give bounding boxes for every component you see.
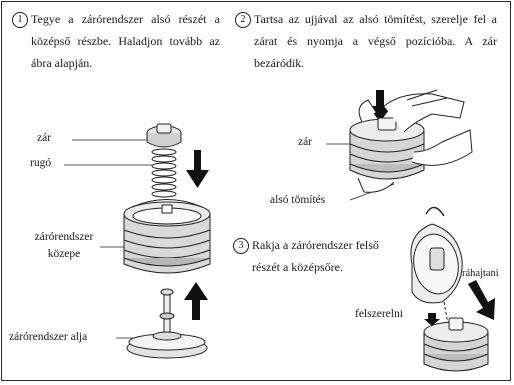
lock-part-icon (146, 123, 182, 148)
label-rugo: rugó (30, 157, 52, 169)
step-3-number: 3 (233, 238, 249, 254)
fold-arrow-icon (468, 280, 495, 320)
label-felszerelni: felszerelni (355, 308, 403, 320)
arrow-down-icon (186, 150, 209, 188)
step-3-text: Rakja a zárórendszer felső részét a közé… (252, 238, 379, 274)
lid-top-part-icon (410, 206, 463, 325)
label-kozepe-line1: zárórendszer (34, 231, 94, 243)
step-2-text: Tartsa az ujjával az alsó tömítést, szer… (254, 12, 497, 70)
lid-base-part-icon (423, 317, 489, 372)
attach-arrow-icon (424, 313, 440, 326)
label-also-tomites: alsó tömítés (270, 194, 326, 206)
step-1-text: Tegye a zárórendszer alsó részét a közép… (31, 12, 220, 70)
label-rahajtani: ráhajtani (462, 268, 499, 279)
label-zar-step2: zár (298, 136, 313, 148)
step-2-number: 2 (235, 12, 251, 28)
step-1-number: 1 (12, 12, 28, 28)
instruction-sheet: 1 Tegye a zárórendszer alsó részét a köz… (1, 1, 511, 381)
step-2: 2 Tartsa az ujjával az alsó tömítést, sz… (235, 8, 497, 74)
step-1: 1 Tegye a zárórendszer alsó részét a köz… (12, 8, 220, 74)
lid-with-hands-icon (349, 89, 473, 193)
bottom-part-icon (126, 288, 208, 359)
label-zarorendszer-alja: zárórendszer alja (9, 331, 88, 343)
step-3: 3 Rakja a zárórendszer felső részét a kö… (233, 234, 383, 278)
middle-part-icon (123, 199, 211, 274)
assembly-illustrations (64, 89, 495, 372)
arrow-down-icon (368, 90, 392, 122)
arrow-up-icon (184, 282, 208, 320)
label-kozepe-line2: közepe (47, 248, 81, 260)
label-zar: zár (37, 132, 52, 144)
spring-icon (151, 148, 177, 198)
